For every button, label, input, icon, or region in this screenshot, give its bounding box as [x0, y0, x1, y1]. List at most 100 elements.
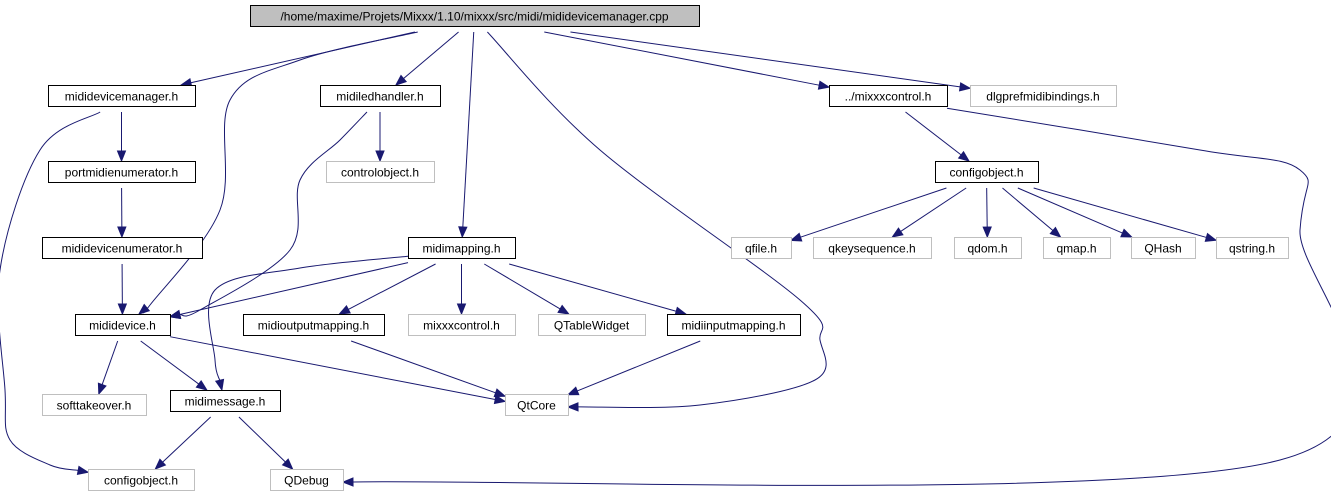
edge-line: [462, 31, 475, 228]
edge-line: [986, 187, 988, 228]
edge-line: [487, 31, 827, 409]
edge-line: [905, 111, 962, 156]
node-midimapping-h[interactable]: midimapping.h: [408, 237, 516, 259]
edge-line: [348, 263, 436, 310]
edge-line: [140, 340, 200, 385]
edge-mididevicemanager-h-to-configobject-h-low: [0, 111, 101, 475]
edge-configobject-h-mid-to-qkeysequence-h: [891, 187, 967, 238]
edge-midimessage-h-to-qdebug: [238, 416, 294, 470]
node-configobject-h-mid[interactable]: configobject.h: [935, 161, 1039, 183]
node-label: midioutputmapping.h: [258, 319, 369, 333]
edge-line: [900, 187, 967, 232]
edge-arrowhead: [116, 150, 127, 163]
node-box: [1216, 237, 1289, 259]
node-label: QDebug: [284, 474, 329, 488]
edge-root-to-dlgprefmidibindings-h: [570, 31, 972, 92]
node-box: [408, 237, 516, 259]
edge-midiinputmapping-h-to-qtcore: [566, 340, 701, 396]
edge-line: [238, 416, 286, 463]
edge-arrowhead: [958, 82, 972, 92]
edge-root-to-mididevice-h: [137, 31, 418, 315]
edge-arrowhead: [195, 379, 208, 391]
edge-arrowhead: [117, 303, 128, 316]
edge-midiledhandler-h-to-controlobject-h: [375, 112, 385, 163]
node-root[interactable]: /home/maxime/Projets/Mixxx/1.10/mixxx/sr…: [250, 5, 700, 27]
edge-line: [1033, 187, 1207, 238]
node-label: dlgprefmidibindings.h: [986, 90, 1099, 104]
edge-arrowhead: [493, 388, 507, 398]
node-mididevice-h[interactable]: mididevice.h: [75, 314, 171, 336]
node-midioutputmapping-h[interactable]: midioutputmapping.h: [243, 314, 385, 336]
edges-layer: [0, 31, 1331, 487]
node-box: [505, 394, 569, 416]
node-midiledhandler-h[interactable]: midiledhandler.h: [320, 85, 441, 107]
edge-configobject-h-mid-to-qhash: [1017, 187, 1133, 238]
edge-arrowhead: [1120, 228, 1133, 238]
node-mixxxcontrol-h-rel[interactable]: ../mixxxcontrol.h: [829, 85, 948, 107]
node-label: QHash: [1144, 242, 1181, 256]
edge-midideviceenumerator-h-to-mididevice-h: [117, 263, 128, 316]
edge-arrowhead: [338, 304, 351, 315]
node-label: midimapping.h: [422, 242, 500, 256]
node-label: mididevicemanager.h: [65, 90, 178, 104]
edge-arrowhead: [982, 226, 992, 239]
node-midiinputmapping-h[interactable]: midiinputmapping.h: [667, 314, 801, 336]
edge-arrowhead: [674, 306, 688, 316]
edge-arrowhead: [375, 150, 385, 163]
edge-midimapping-h-to-qtablewidget: [484, 263, 570, 315]
edge-mididevice-h-to-qtcore: [169, 336, 507, 405]
edge-line: [544, 31, 820, 86]
edge-arrowhead: [168, 309, 182, 320]
edge-configobject-h-mid-to-qstring-h: [1033, 187, 1218, 242]
edge-line: [570, 31, 961, 88]
edge-arrowhead: [891, 227, 904, 238]
edge-line: [281, 107, 1331, 486]
edge-arrowhead: [789, 232, 803, 242]
edge-line: [101, 340, 119, 385]
node-qfile-h: qfile.h: [731, 237, 792, 259]
node-label: qdom.h: [967, 242, 1007, 256]
node-label: /home/maxime/Projets/Mixxx/1.10/mixxx/sr…: [280, 10, 668, 24]
edge-mididevice-h-to-midimessage-h: [140, 340, 208, 391]
node-label: qfile.h: [745, 242, 777, 256]
edge-line: [1017, 187, 1123, 234]
node-portmidienumerator-h[interactable]: portmidienumerator.h: [48, 161, 196, 183]
node-box: [250, 5, 700, 27]
edge-root-to-midimapping-h: [458, 31, 475, 239]
node-mididevicemanager-h[interactable]: mididevicemanager.h: [48, 85, 196, 107]
edge-line: [800, 187, 947, 238]
node-label: midiinputmapping.h: [681, 319, 785, 333]
node-box: [42, 237, 203, 259]
node-box: [48, 161, 196, 183]
edge-arrowhead: [341, 477, 354, 487]
edge-root-to-qtcore: [487, 31, 827, 412]
node-label: qstring.h: [1229, 242, 1275, 256]
edge-arrowhead: [117, 226, 127, 239]
node-box: [813, 237, 932, 259]
node-qmap-h: qmap.h: [1043, 237, 1111, 259]
edge-arrowhead: [137, 303, 151, 315]
node-label: mididevice.h: [89, 319, 156, 333]
node-midideviceenumerator-h[interactable]: mididevicenumerator.h: [42, 237, 203, 259]
edge-midiledhandler-h-to-mididevice-h: [168, 111, 368, 320]
node-label: midiledhandler.h: [336, 90, 423, 104]
edge-root-to-midiledhandler-h: [394, 31, 459, 86]
node-qdom-h: qdom.h: [954, 237, 1022, 259]
node-midimessage-h[interactable]: midimessage.h: [170, 390, 281, 412]
node-label: softtakeover.h: [57, 399, 132, 413]
edge-arrowhead: [957, 150, 971, 162]
node-qdebug: QDebug: [270, 469, 344, 491]
edge-arrowhead: [97, 382, 107, 396]
edge-arrowhead: [817, 80, 831, 90]
nodes-layer: /home/maxime/Projets/Mixxx/1.10/mixxx/sr…: [42, 5, 1289, 491]
edge-arrowhead: [566, 402, 579, 412]
node-label: QtCore: [517, 399, 556, 413]
node-label: QTableWidget: [554, 319, 630, 333]
edge-midimapping-h-to-midiinputmapping-h: [509, 263, 688, 316]
edge-line: [143, 31, 418, 314]
edge-midimapping-h-to-midioutputmapping-h: [338, 263, 436, 315]
node-box: [270, 469, 344, 491]
node-qtablewidget: QTableWidget: [538, 314, 646, 336]
node-label: qkeysequence.h: [828, 242, 915, 256]
edge-line: [0, 111, 101, 471]
